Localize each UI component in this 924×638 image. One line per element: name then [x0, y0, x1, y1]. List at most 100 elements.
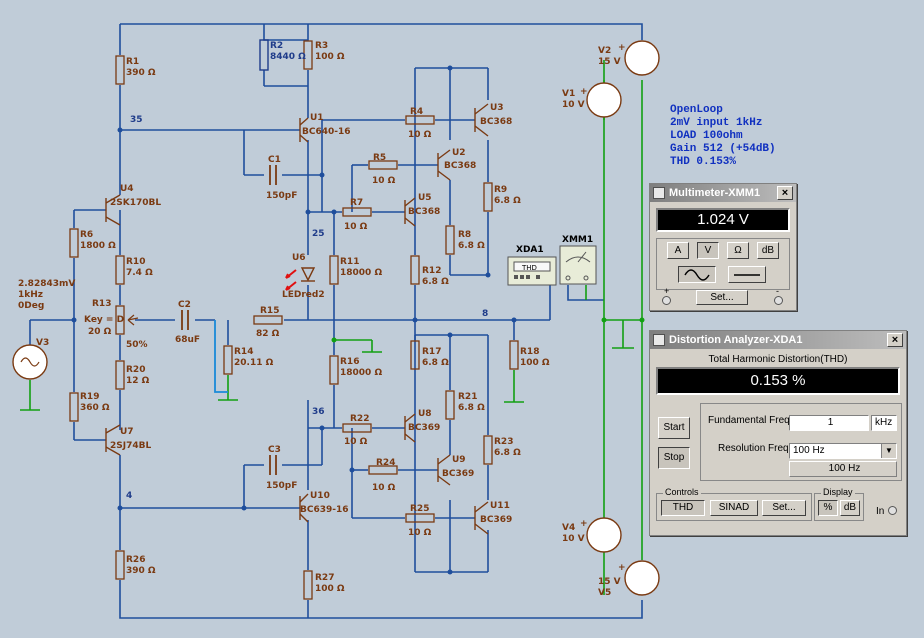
- svg-text:10 Ω: 10 Ω: [344, 437, 368, 447]
- controls-group: Controls: [656, 487, 812, 521]
- svg-text:6.8 Ω: 6.8 Ω: [422, 277, 449, 287]
- svg-text:25: 25: [312, 229, 325, 239]
- svg-text:1800 Ω: 1800 Ω: [80, 241, 116, 251]
- svg-text:Gain 512 (+54dB): Gain 512 (+54dB): [670, 143, 776, 155]
- thd-button[interactable]: THD: [661, 500, 705, 516]
- dc-mode-button[interactable]: [728, 266, 766, 283]
- distortion-analyzer-window[interactable]: Distortion Analyzer-XDA1 × Total Harmoni…: [649, 330, 907, 536]
- svg-text:THD 0.153%: THD 0.153%: [670, 156, 736, 168]
- junctions: [71, 65, 517, 575]
- controls-label: Controls: [663, 487, 701, 497]
- svg-text:R26: R26: [126, 555, 145, 565]
- plus-terminal[interactable]: [662, 296, 671, 305]
- display-group: Display: [814, 487, 864, 521]
- distortion-analyzer-icon[interactable]: [507, 256, 557, 286]
- svg-text:10 Ω: 10 Ω: [372, 176, 396, 186]
- close-button[interactable]: ×: [887, 333, 903, 347]
- svg-text:68uF: 68uF: [175, 335, 200, 345]
- input-label: In: [876, 506, 885, 517]
- svg-text:V2: V2: [598, 46, 611, 56]
- svg-text:BC639-16: BC639-16: [300, 505, 349, 515]
- fundamental-unit[interactable]: kHz: [871, 415, 897, 431]
- minus-terminal-label: -: [776, 286, 779, 296]
- svg-text:V5: V5: [598, 588, 611, 598]
- svg-text:10 V: 10 V: [562, 534, 585, 544]
- transistor-symbols[interactable]: [105, 103, 489, 535]
- percent-button[interactable]: %: [818, 500, 838, 516]
- input-terminal[interactable]: [888, 506, 897, 515]
- close-button[interactable]: ×: [777, 186, 793, 200]
- svg-text:U7: U7: [120, 427, 134, 437]
- svg-text:15 V: 15 V: [598, 57, 621, 67]
- svg-text:R23: R23: [494, 437, 513, 447]
- sinad-button[interactable]: SINAD: [710, 500, 758, 516]
- pot-wiper-icon: [127, 314, 139, 326]
- svg-text:R20: R20: [126, 365, 145, 375]
- fundamental-freq-input[interactable]: 1: [789, 415, 869, 431]
- svg-text:R13: R13: [92, 299, 111, 309]
- svg-text:R3: R3: [315, 41, 328, 51]
- multimeter-icon[interactable]: [559, 245, 597, 285]
- stop-button[interactable]: Stop: [658, 447, 690, 469]
- multimeter-titlebar[interactable]: Multimeter-XMM1: [650, 184, 796, 202]
- svg-text:OpenLoop: OpenLoop: [670, 104, 723, 116]
- svg-text:R6: R6: [80, 230, 93, 240]
- svg-text:1kHz: 1kHz: [18, 290, 43, 300]
- minus-terminal[interactable]: [774, 296, 783, 305]
- svg-text:10 Ω: 10 Ω: [408, 130, 432, 140]
- thd-reading: 0.153 %: [656, 367, 900, 395]
- ac-mode-button[interactable]: [678, 266, 716, 283]
- svg-text:100 Ω: 100 Ω: [520, 358, 550, 368]
- svg-text:R24: R24: [376, 458, 395, 468]
- svg-text:+: +: [618, 43, 626, 53]
- db-button[interactable]: dB: [840, 500, 860, 516]
- svg-text:6.8 Ω: 6.8 Ω: [494, 196, 521, 206]
- distortion-titlebar[interactable]: Distortion Analyzer-XDA1: [650, 331, 906, 349]
- plus-terminal-label: +: [664, 286, 670, 296]
- svg-text:R8: R8: [458, 230, 471, 240]
- svg-text:6.8 Ω: 6.8 Ω: [458, 403, 485, 413]
- svg-text:4: 4: [126, 491, 132, 501]
- svg-text:R18: R18: [520, 347, 539, 357]
- ground-icon: [20, 320, 634, 411]
- svg-text:C3: C3: [268, 445, 281, 455]
- capacitor-symbols[interactable]: [181, 165, 277, 475]
- multimeter-set-button[interactable]: Set...: [696, 290, 748, 305]
- svg-text:R7: R7: [350, 198, 363, 208]
- svg-text:V4: V4: [562, 523, 575, 533]
- chevron-down-icon[interactable]: ▼: [881, 444, 896, 458]
- svg-text:18000 Ω: 18000 Ω: [340, 268, 382, 278]
- multimeter-title: Multimeter-XMM1: [669, 187, 761, 199]
- resistor-symbols[interactable]: [69, 39, 519, 600]
- svg-text:18000 Ω: 18000 Ω: [340, 368, 382, 378]
- svg-text:150pF: 150pF: [266, 191, 297, 201]
- resolution-freq-label: Resolution Freq.: [718, 443, 792, 454]
- svg-text:6.8 Ω: 6.8 Ω: [494, 448, 521, 458]
- start-button[interactable]: Start: [658, 417, 690, 439]
- svg-text:20 Ω: 20 Ω: [88, 327, 112, 337]
- svg-text:R4: R4: [410, 107, 423, 117]
- distortion-title: Distortion Analyzer-XDA1: [669, 334, 803, 346]
- resolution-selected-value: 100 Hz: [793, 445, 825, 456]
- decibel-mode-button[interactable]: dB: [757, 242, 779, 259]
- svg-text:BC369: BC369: [442, 469, 474, 479]
- ammeter-mode-button[interactable]: A: [667, 242, 689, 259]
- svg-text:15 V: 15 V: [598, 577, 621, 587]
- led-icon[interactable]: [285, 267, 316, 291]
- svg-text:R16: R16: [340, 357, 359, 367]
- ohmmeter-mode-button[interactable]: Ω: [727, 242, 749, 259]
- voltmeter-mode-button[interactable]: V: [697, 242, 719, 259]
- multimeter-window[interactable]: Multimeter-XMM1 × 1.024 V A V Ω dB Set..…: [649, 183, 797, 311]
- svg-text:7.4 Ω: 7.4 Ω: [126, 268, 153, 278]
- svg-text:R19: R19: [80, 392, 99, 402]
- svg-text:R25: R25: [410, 504, 429, 514]
- svg-text:150pF: 150pF: [266, 481, 297, 491]
- svg-text:BC640-16: BC640-16: [302, 127, 351, 137]
- resolution-freq-select[interactable]: 100 Hz ▼: [789, 443, 897, 459]
- multimeter-controls: [656, 238, 790, 290]
- distortion-set-button[interactable]: Set...: [762, 500, 806, 516]
- resolution-display: 100 Hz: [789, 461, 897, 477]
- svg-text:BC368: BC368: [444, 161, 476, 171]
- voltage-source-icons[interactable]: [12, 40, 660, 596]
